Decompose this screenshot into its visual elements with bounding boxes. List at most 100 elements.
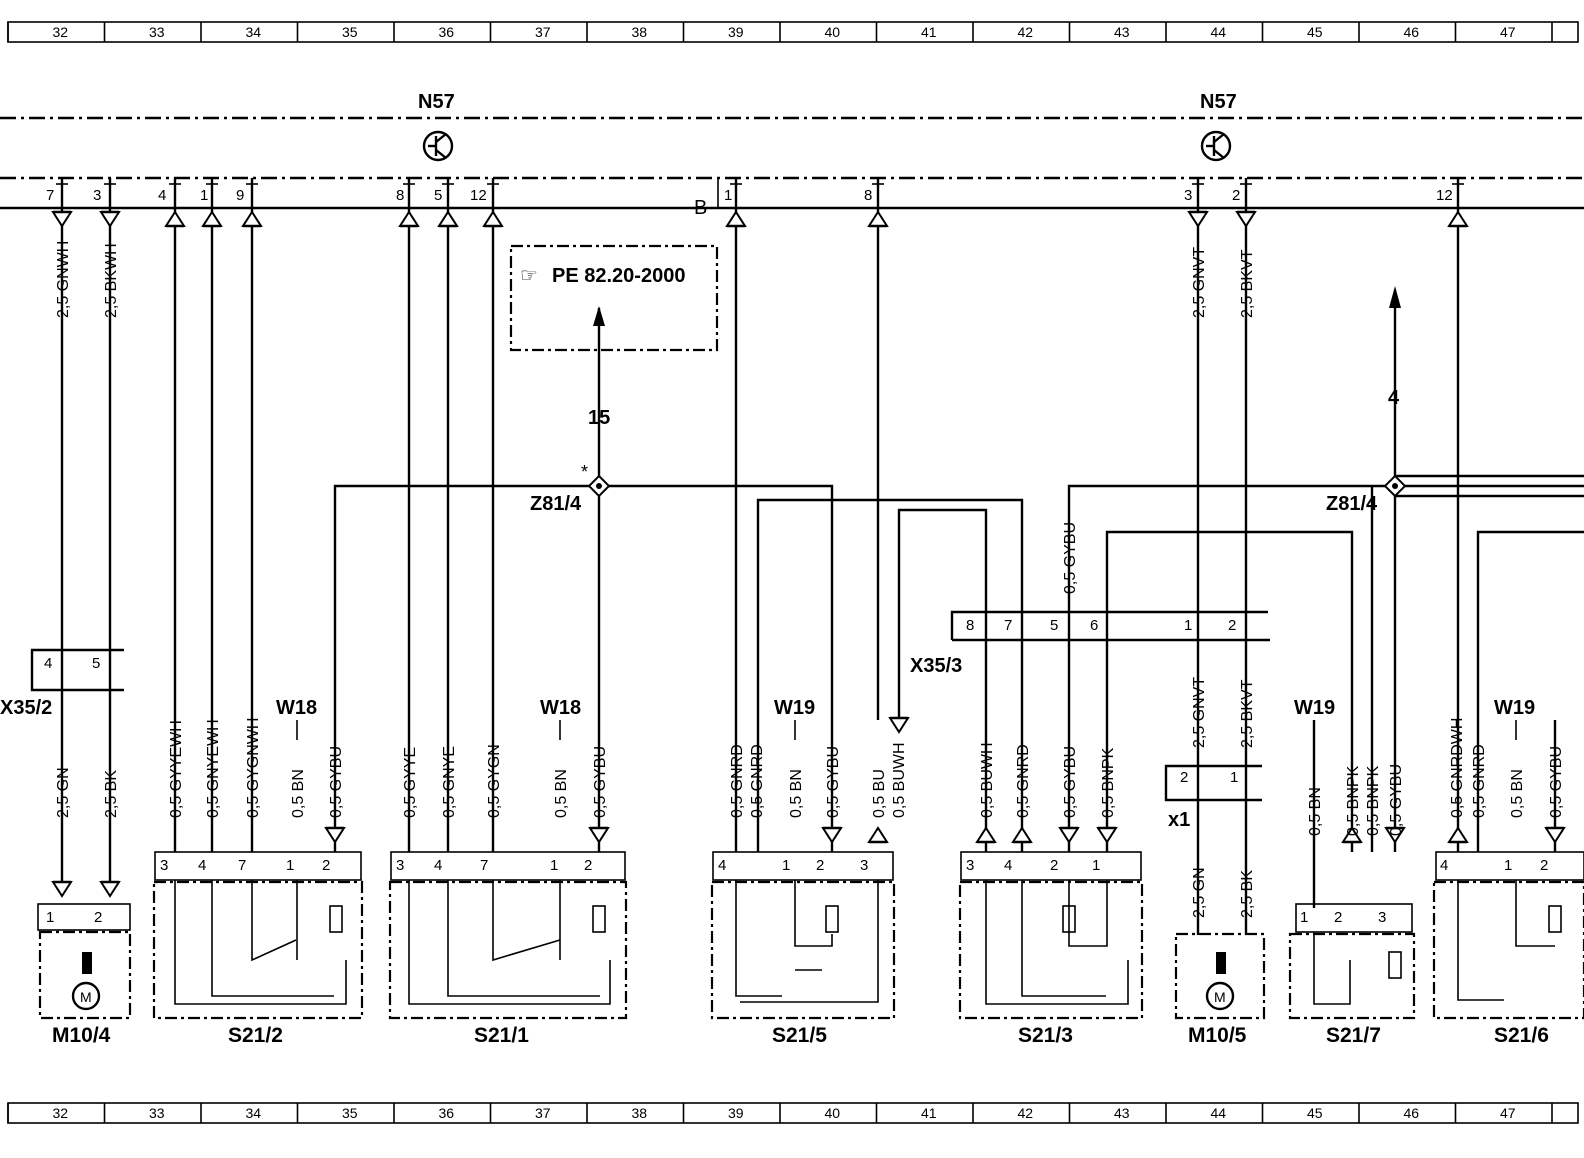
shield-label: W18 xyxy=(276,697,317,719)
wire-label: 0,5 GYBU xyxy=(592,746,609,818)
wire-label: 0,5 GYBU xyxy=(825,746,842,818)
pin-label: 7 xyxy=(238,857,246,874)
ruler-column-label: 37 xyxy=(535,24,551,40)
arrow-up-icon xyxy=(437,210,459,227)
transistor-icon xyxy=(1200,130,1232,162)
ruler-column-label: 47 xyxy=(1500,24,1516,40)
arrow-down-icon xyxy=(888,717,910,734)
pin-label: 6 xyxy=(1090,617,1098,634)
wire-label: 0,5 BN xyxy=(1509,769,1526,818)
ruler-column-label: 39 xyxy=(728,1105,744,1121)
wire-label: 2,5 BKWH xyxy=(103,243,120,318)
connector-x35-3: X35/3 8 7 5 6 1 2 xyxy=(910,610,1270,677)
ruler-column-label: 33 xyxy=(149,1105,165,1121)
shield-labels: W18 W18 W19 W19 W19 xyxy=(276,697,1535,740)
pin-label: 5 xyxy=(434,187,442,204)
pin-label: 3 xyxy=(966,857,974,874)
pin-label: 5 xyxy=(1050,617,1058,634)
pin-label: 2 xyxy=(584,857,592,874)
splice-z81-4-left: * Z81/4 xyxy=(530,462,611,515)
switch-s21-3: 3 4 2 1 S21/3 xyxy=(958,851,1144,1047)
component-label: S21/2 xyxy=(228,1024,283,1047)
ruler-column-label: 37 xyxy=(535,1105,551,1121)
pin-label: 2 xyxy=(1050,857,1058,874)
wire-label: 2,5 BKVT xyxy=(1239,679,1256,748)
wire-label: 0,5 GYYEWH xyxy=(168,720,185,818)
pin-label: 12 xyxy=(470,187,487,204)
wire-label: 0,5 BN xyxy=(553,769,570,818)
pin-label: 4 xyxy=(1440,857,1448,874)
wire-label: 0,5 BN xyxy=(788,769,805,818)
shield-label: W19 xyxy=(774,697,815,719)
connector-x35-2: X35/2 4 5 xyxy=(0,648,124,719)
arrow-down-icon xyxy=(1096,827,1118,844)
wire-label: 2,5 GNVT xyxy=(1191,247,1208,318)
motor-icon: M xyxy=(1214,989,1226,1005)
pin-label: 2 xyxy=(322,857,330,874)
pin-label: 7 xyxy=(46,187,54,204)
motor-m10-4: M 1 2 M10/4 xyxy=(37,903,132,1047)
pin-label: 4 xyxy=(718,857,726,874)
shield-label: W19 xyxy=(1494,697,1535,719)
shield-label: W19 xyxy=(1294,697,1335,719)
switch-s21-5: 4 1 2 3 S21/5 xyxy=(710,851,896,1047)
pin-label: 2 xyxy=(1180,769,1188,786)
reference-arrow-label: 15 xyxy=(588,407,610,429)
ruler-column-label: 38 xyxy=(631,1105,647,1121)
component-label: S21/1 xyxy=(474,1024,529,1047)
wire-label: 0,5 BNPK xyxy=(1100,747,1117,818)
ruler-column-label: 36 xyxy=(438,1105,454,1121)
components: M 1 2 M10/4 3 4 7 1 2 S21/2 3 4 xyxy=(37,851,1584,1047)
ruler-column-label: 44 xyxy=(1210,1105,1226,1121)
pin-label: 8 xyxy=(396,187,404,204)
pin-label: 2 xyxy=(1334,909,1342,926)
arrow-up-icon xyxy=(1447,210,1469,227)
wire-label: 0,5 GYBU xyxy=(1548,746,1565,818)
ruler-column-label: 34 xyxy=(245,1105,261,1121)
connector-x1: x1 2 1 xyxy=(1164,764,1262,831)
ruler-column-label: 43 xyxy=(1114,24,1130,40)
arrow-up-icon xyxy=(482,210,504,227)
wire-label: 0,5 GNRD xyxy=(729,744,746,818)
ruler-column-label: 36 xyxy=(438,24,454,40)
switch-s21-1: 3 4 7 1 2 S21/1 xyxy=(388,851,628,1047)
wire-label: 2,5 GN xyxy=(1191,867,1208,918)
pin-label: 7 xyxy=(1004,617,1012,634)
ruler-column-label: 45 xyxy=(1307,24,1323,40)
pin-label: 1 xyxy=(724,187,732,204)
wire-label: 2,5 GN xyxy=(55,767,72,818)
arrow-down-icon xyxy=(1544,827,1566,844)
pin-label: 3 xyxy=(93,187,101,204)
arrow-down-icon xyxy=(1058,827,1080,844)
wire-label: 0,5 GYBU xyxy=(328,746,345,818)
wire-label: 2,5 BK xyxy=(103,770,120,818)
arrow-up-icon xyxy=(398,210,420,227)
arrow-down-icon xyxy=(1235,211,1257,228)
reference-text: PE 82.20-2000 xyxy=(552,265,685,287)
ruler-column-label: 42 xyxy=(1017,24,1033,40)
arrow-down-icon xyxy=(1187,211,1209,228)
top-pin-labels: 7 3 4 1 9 8 5 12 1 8 3 2 12 xyxy=(46,187,1453,204)
arrow-up-icon xyxy=(975,826,997,843)
wire-label: 2,5 GNVT xyxy=(1191,677,1208,748)
pin-label: 1 xyxy=(200,187,208,204)
ruler-column-label: 47 xyxy=(1500,1105,1516,1121)
pin-label: 4 xyxy=(158,187,166,204)
ruler-column-label: 35 xyxy=(342,24,358,40)
wire-label: 0,5 GYYE xyxy=(402,747,419,818)
motor-icon: M xyxy=(80,989,92,1005)
arrow-down-icon xyxy=(99,211,121,228)
arrow-down-icon xyxy=(821,827,843,844)
ruler-column-label: 46 xyxy=(1403,24,1419,40)
pin-label: 2 xyxy=(1228,617,1236,634)
wire-label: 0,5 GYBU xyxy=(1062,522,1079,594)
connector-b-label: B xyxy=(694,197,707,219)
pin-label: 4 xyxy=(198,857,206,874)
transistor-icon xyxy=(422,130,454,162)
arrow-down-icon xyxy=(588,827,610,844)
wire-label: 0,5 GYBU xyxy=(1388,764,1405,836)
motor-m10-5: M M10/5 xyxy=(1174,932,1266,1047)
pin-label: 2 xyxy=(1540,857,1548,874)
